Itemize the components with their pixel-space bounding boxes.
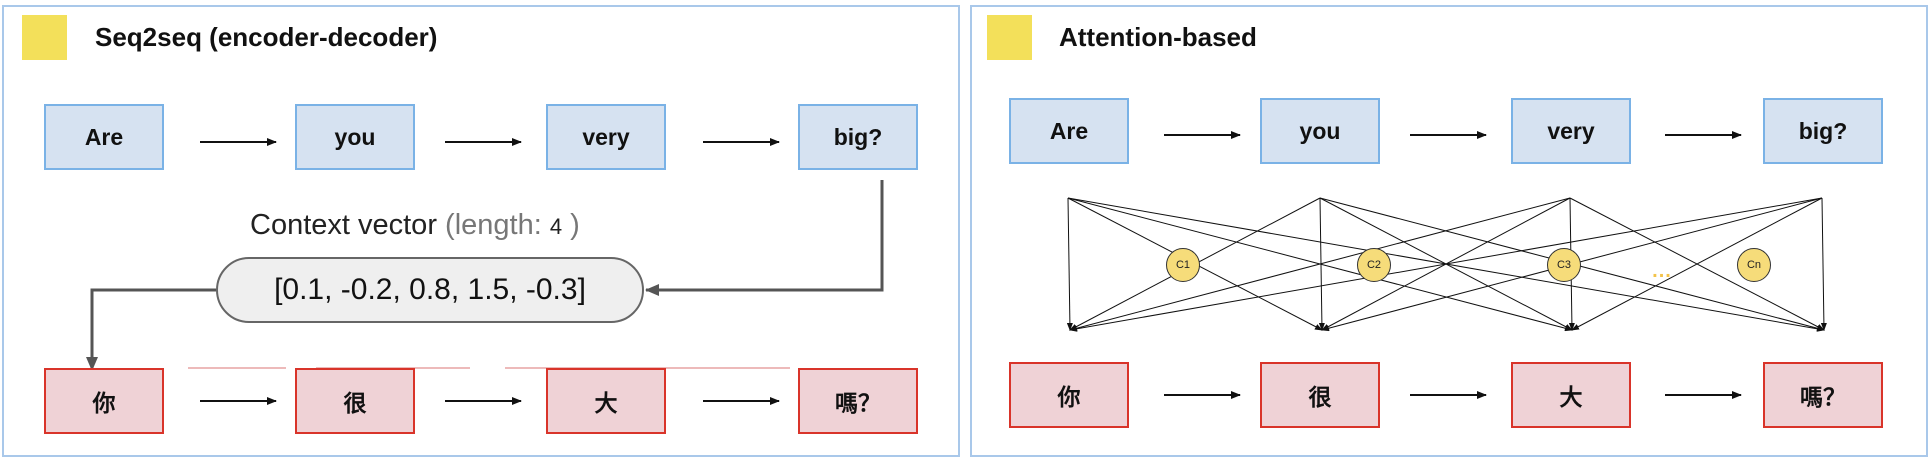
attention-line xyxy=(1571,197,1823,331)
context-vector-label: Context vector (length: 4 ) xyxy=(250,209,580,242)
attention-decoder-token-2: 很 xyxy=(1260,362,1380,428)
seq2seq-encoder-token-1: Are xyxy=(44,104,164,170)
attention-encoder-token-2: you xyxy=(1260,98,1380,164)
attention-title: Attention-based xyxy=(1059,22,1257,52)
seq2seq-decoder-token-2: 很 xyxy=(295,368,415,434)
context-to-decoder-arrow xyxy=(86,288,216,371)
context-node-c1: C1 xyxy=(1166,248,1200,282)
attention-title-marker xyxy=(987,15,1032,60)
context-vector-values: [0.1, -0.2, 0.8, 1.5, -0.3] xyxy=(216,257,644,323)
context-node-c2: C2 xyxy=(1357,248,1391,282)
attention-encoder-token-1: Are xyxy=(1009,98,1129,164)
context-length-prefix: (length: xyxy=(445,209,542,241)
context-node-ellipsis: ... xyxy=(1652,260,1672,282)
seq2seq-encoder-token-3: very xyxy=(546,104,666,170)
attention-decoder-token-3: 大 xyxy=(1511,362,1631,428)
attention-line xyxy=(1820,197,1827,331)
context-length-suffix: ) xyxy=(570,209,580,241)
attention-line xyxy=(1069,197,1823,332)
attention-line xyxy=(1069,197,1571,332)
context-vector-title: Context vector xyxy=(250,209,437,241)
attention-encoder-token-3: very xyxy=(1511,98,1631,164)
seq2seq-decoder-token-1: 你 xyxy=(44,368,164,434)
seq2seq-title-marker xyxy=(22,15,67,60)
seq2seq-encoder-token-4: big? xyxy=(798,104,918,170)
context-node-c3: C3 xyxy=(1547,248,1581,282)
attention-encoder-token-4: big? xyxy=(1763,98,1883,164)
context-length-value: 4 xyxy=(549,214,563,239)
encoder-to-context-arrow xyxy=(645,180,884,296)
attention-decoder-token-1: 你 xyxy=(1009,362,1129,428)
seq2seq-decoder-token-3: 大 xyxy=(546,368,666,434)
seq2seq-encoder-token-2: you xyxy=(295,104,415,170)
context-node-cn: Cn xyxy=(1737,248,1771,282)
attention-line xyxy=(1066,197,1073,331)
attention-decoder-token-4: 嗎？ xyxy=(1763,362,1883,428)
seq2seq-title: Seq2seq (encoder-decoder) xyxy=(95,22,438,52)
seq2seq-decoder-token-4: 嗎？ xyxy=(798,368,918,434)
